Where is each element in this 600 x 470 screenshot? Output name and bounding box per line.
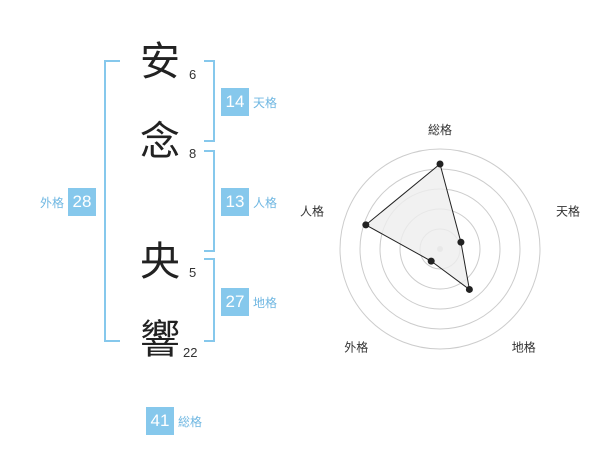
radar-axis-label-4: 外格 — [344, 340, 368, 355]
tenkaku-score: 14 天格 — [221, 88, 277, 116]
tenkaku-value: 14 — [221, 88, 249, 116]
gaikaku-label: 外格 — [40, 195, 65, 210]
gaikaku-value: 28 — [68, 188, 97, 216]
stroke-count-2: 8 — [189, 146, 197, 161]
radar-point-3 — [465, 285, 473, 293]
name-char-1: 安 — [140, 39, 180, 85]
jinkaku-value: 13 — [221, 188, 249, 216]
jinkaku-score: 13 人格 — [221, 188, 277, 216]
radar-polygon — [364, 163, 471, 291]
radar-axis-label-3: 地格 — [512, 340, 536, 355]
radar-axis-label-1: 総格 — [428, 122, 452, 137]
soukaku-score: 41 総格 — [146, 407, 202, 435]
chikaku-value: 27 — [221, 288, 249, 316]
soukaku-label: 総格 — [178, 414, 203, 429]
radar-point-4 — [427, 257, 435, 265]
name-char-2: 念 — [140, 119, 180, 165]
radar-ring — [339, 148, 541, 350]
stroke-count-4: 22 — [183, 345, 198, 360]
chikaku-score: 27 地格 — [221, 288, 277, 316]
radar-axis-label-2: 天格 — [556, 203, 580, 218]
chikaku-label: 地格 — [253, 295, 278, 310]
jinkaku-bracket — [204, 150, 215, 252]
radar-point-1 — [436, 160, 444, 168]
tenkaku-bracket — [204, 60, 215, 142]
jinkaku-label: 人格 — [253, 195, 278, 210]
name-char-3: 央 — [140, 239, 180, 285]
radar-axis-label-5: 人格 — [300, 203, 324, 218]
chikaku-bracket — [204, 258, 215, 342]
gaikaku-bracket — [104, 60, 120, 342]
tenkaku-label: 天格 — [253, 95, 278, 110]
soukaku-value: 41 — [146, 407, 174, 435]
name-char-4: 響 — [140, 317, 180, 363]
radar-point-2 — [457, 238, 465, 246]
gaikaku-score: 外格 28 — [40, 188, 97, 216]
stroke-count-1: 6 — [189, 67, 197, 82]
radar-point-5 — [362, 221, 370, 229]
stroke-count-3: 5 — [189, 265, 197, 280]
